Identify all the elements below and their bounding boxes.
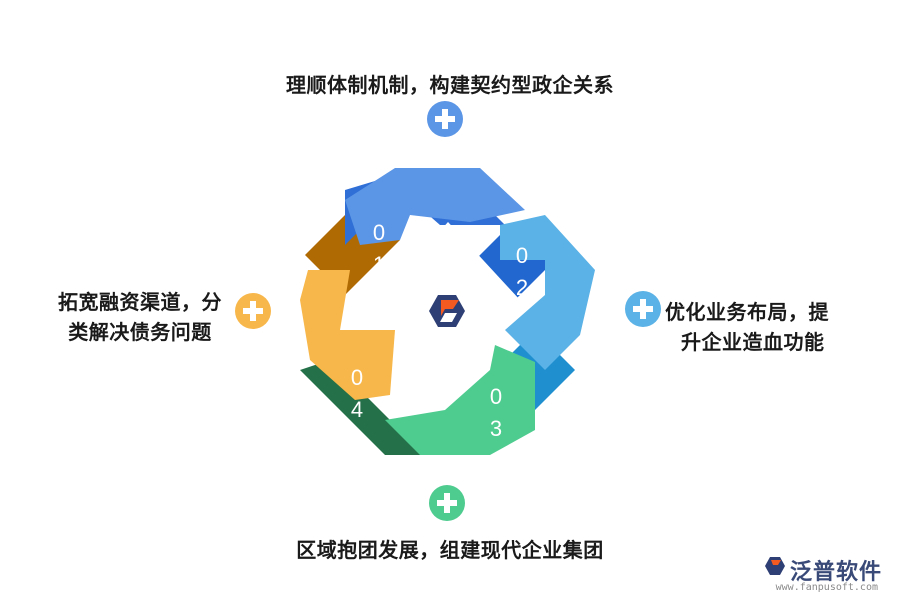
- arrow-left: [300, 270, 395, 400]
- arrow-digit: 2: [516, 275, 528, 300]
- label-top: 理顺体制机制，构建契约型政企关系: [286, 73, 614, 97]
- watermark-logo-icon: [765, 557, 785, 575]
- watermark-url: www.fanpusoft.com: [775, 582, 878, 593]
- plus-icon-left: [235, 293, 271, 329]
- plus-icon-top: [427, 101, 463, 137]
- label-bottom: 区域抱团发展，组建现代企业集团: [296, 538, 604, 562]
- label-left: 拓宽融资渠道，分 类解决债务问题: [20, 287, 260, 347]
- arrow-digit: 4: [351, 397, 363, 422]
- arrow-digit: 0: [373, 220, 385, 245]
- plus-icon-bottom: [429, 485, 465, 521]
- fanpu-logo-icon: [429, 295, 465, 327]
- label-left-line1: 拓宽融资渠道，分: [58, 290, 222, 314]
- label-right-line2: 升企业造血功能: [681, 330, 825, 354]
- arrow-digit: 0: [516, 243, 528, 268]
- label-left-line2: 类解决债务问题: [68, 320, 212, 344]
- arrow-digit: 1: [373, 252, 385, 277]
- watermark-brand: 泛普软件: [789, 560, 882, 585]
- arrow-digit: 0: [351, 365, 363, 390]
- label-right: 优化业务布局，提 升企业造血功能: [665, 297, 895, 357]
- plus-icon-right: [625, 291, 661, 327]
- arrow-digit: 0: [490, 384, 502, 409]
- arrow-digit: 3: [490, 416, 502, 441]
- arrow-band-dark-3: [300, 360, 425, 455]
- arrow-bottom: [385, 345, 535, 455]
- arrow-top-light: [345, 168, 525, 245]
- arrow-right: [500, 215, 595, 370]
- label-right-line1: 优化业务布局，提: [665, 300, 829, 324]
